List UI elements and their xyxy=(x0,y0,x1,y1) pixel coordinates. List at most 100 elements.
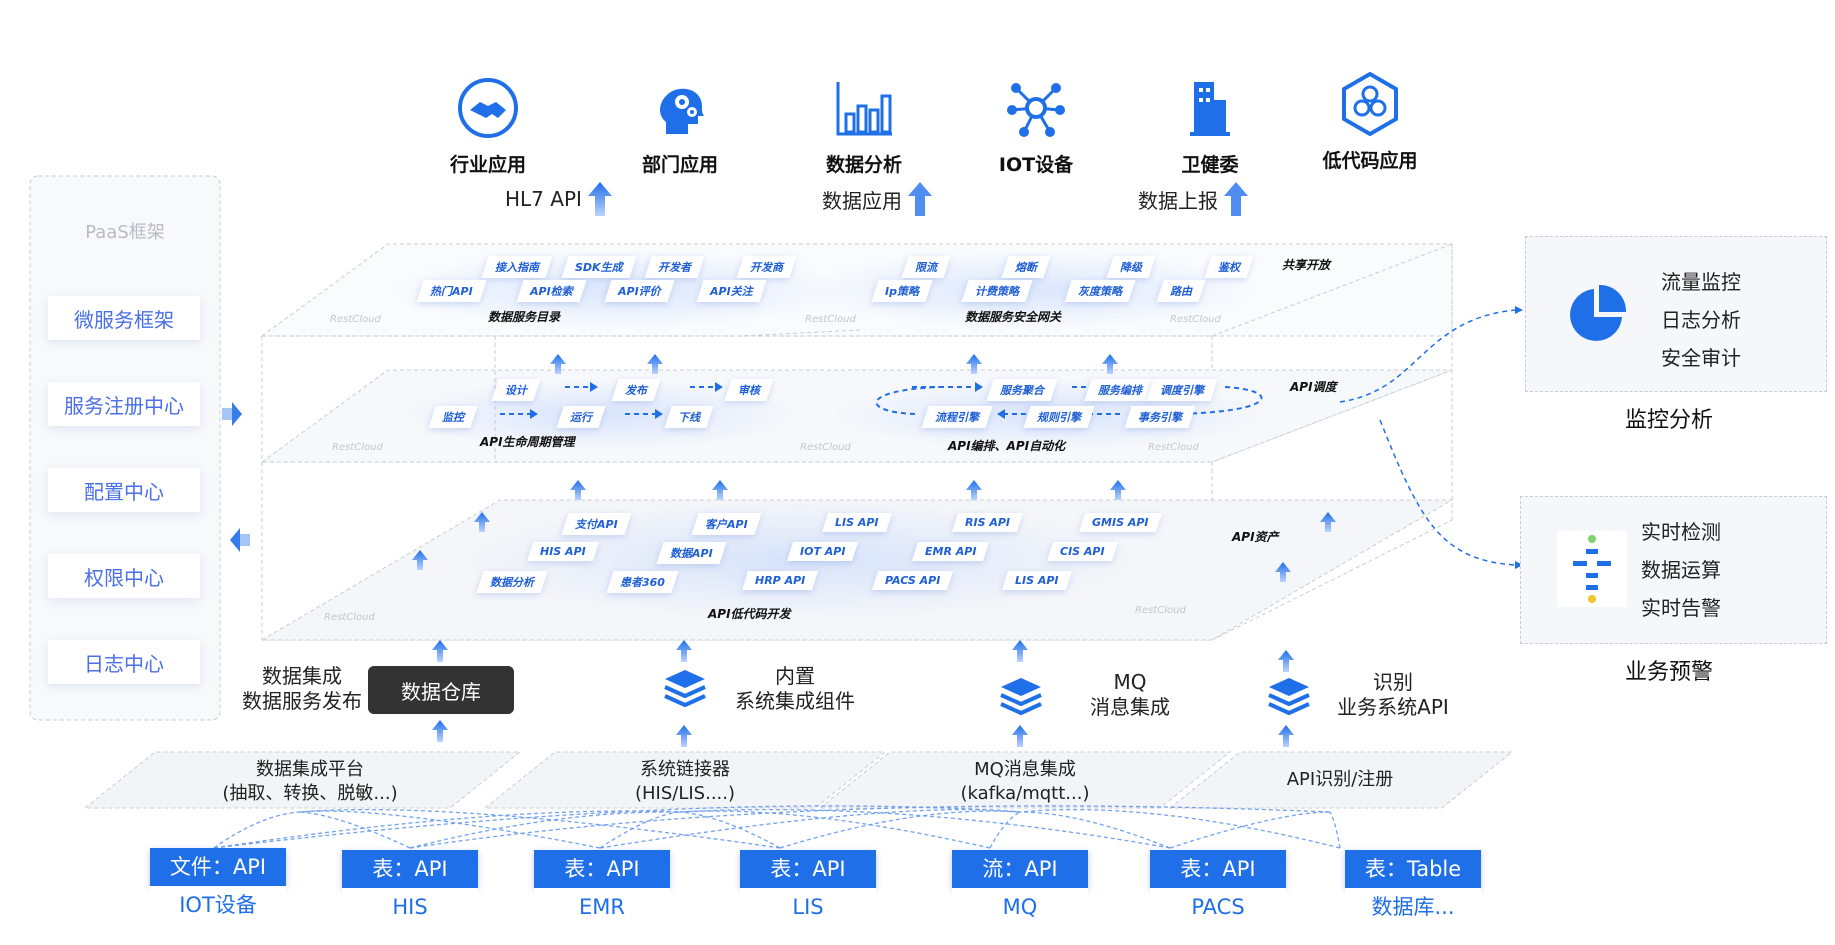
layers-icon xyxy=(664,670,706,708)
platform-mq: MQ消息集成 (kafka/mqtt...) xyxy=(910,758,1140,806)
platform-title: API识别/注册 xyxy=(1286,769,1394,790)
alert-item: 实时告警 xyxy=(1641,596,1721,620)
lifecycle-pill: 设计 xyxy=(491,379,541,401)
asset-pill: 客户API xyxy=(691,513,762,535)
monitor-title: 监控分析 xyxy=(1625,408,1714,433)
platform-subtitle: (kafka/mqtt...) xyxy=(960,783,1090,804)
identify-label: 识别 业务系统API xyxy=(1318,670,1468,720)
catalog-pill: SDK生成 xyxy=(561,256,637,278)
asset-pill: 患者360 xyxy=(606,571,679,593)
app-data-analysis: 数据分析 xyxy=(794,76,934,177)
building-icon xyxy=(1190,82,1230,136)
catalog-pill: API评价 xyxy=(604,280,675,302)
catalog-pill: 开发商 xyxy=(736,256,797,278)
source-his[interactable]: 表：API HIS xyxy=(342,850,478,926)
app-iot: IOT设备 xyxy=(966,76,1106,177)
flow-data-app: 数据应用 xyxy=(822,182,932,216)
up-arrow-icon xyxy=(908,182,932,216)
layers-icon xyxy=(1268,678,1310,716)
orch-pill: 服务编排 xyxy=(1084,379,1156,401)
asset-pill: 数据分析 xyxy=(476,571,548,593)
watermark: RestCloud xyxy=(330,314,381,325)
watermark: RestCloud xyxy=(1170,314,1221,325)
flow-label: 数据应用 xyxy=(822,188,902,213)
up-arrow-icon xyxy=(587,182,612,216)
sidebar-item-auth[interactable]: 权限中心 xyxy=(48,554,200,598)
gateway-pill: Ip策略 xyxy=(871,280,933,302)
catalog-pill: 热门API xyxy=(416,280,487,302)
flow-label: 数据上报 xyxy=(1138,188,1218,213)
integration-line1: 数据集成 xyxy=(262,664,342,688)
share-caption: 共享开放 xyxy=(1282,258,1331,272)
source-name: IOT设备 xyxy=(150,886,286,924)
asset-pill: 支付API xyxy=(561,513,632,535)
app-label: 行业应用 xyxy=(449,154,526,176)
source-type: 表：API xyxy=(1150,850,1286,888)
gateway-pill: 降级 xyxy=(1106,256,1156,278)
source-pacs[interactable]: 表：API PACS xyxy=(1150,850,1286,926)
monitor-item: 安全审计 xyxy=(1661,346,1741,370)
source-emr[interactable]: 表：API EMR xyxy=(534,850,670,926)
gateway-pill: 鉴权 xyxy=(1204,256,1254,278)
gateway-pill: 路由 xyxy=(1156,280,1206,302)
alert-list: 实时检测 数据运算 实时告警 xyxy=(1641,513,1721,627)
platform-subtitle: (HIS/LIS....) xyxy=(634,783,736,804)
source-name: MQ xyxy=(952,888,1088,926)
watermark: RestCloud xyxy=(324,612,375,623)
catalog-caption: 数据服务目录 xyxy=(488,310,561,324)
flow-label: HL7 API xyxy=(505,187,582,211)
source-database[interactable]: 表：Table 数据库... xyxy=(1345,850,1481,926)
asset-pill: IOT API xyxy=(786,542,859,561)
source-name: PACS xyxy=(1150,888,1286,926)
gateway-pill: 计费策略 xyxy=(961,280,1033,302)
app-label: 数据分析 xyxy=(825,154,902,176)
handshake-icon xyxy=(458,78,518,138)
flow-steps-icon xyxy=(1557,531,1627,607)
catalog-pill: API关注 xyxy=(696,280,767,302)
platform-title: 系统链接器 xyxy=(640,759,730,780)
builtin-label: 内置 系统集成组件 xyxy=(720,664,870,714)
orch-pill: 服务聚合 xyxy=(986,379,1058,401)
mq-line2: 消息集成 xyxy=(1090,695,1170,719)
source-type: 表：API xyxy=(534,850,670,888)
orch-pill: 事务引擎 xyxy=(1124,406,1196,428)
app-department: 部门应用 xyxy=(610,76,750,177)
source-name: 数据库... xyxy=(1345,888,1481,926)
schedule-caption: API调度 xyxy=(1290,380,1337,394)
warehouse-button[interactable]: 数据仓库 xyxy=(368,666,514,714)
sidebar-item-registry[interactable]: 服务注册中心 xyxy=(48,382,200,426)
source-type: 表：API xyxy=(342,850,478,888)
catalog-pill: API检索 xyxy=(516,280,587,302)
catalog-pill: 开发者 xyxy=(644,256,705,278)
orch-pill: 流程引擎 xyxy=(921,406,993,428)
asset-pill: CIS API xyxy=(1046,542,1118,561)
asset-pill: LIS API xyxy=(821,513,892,532)
identify-line1: 识别 xyxy=(1373,670,1413,694)
alert-card: 实时检测 数据运算 实时告警 xyxy=(1520,496,1827,644)
app-label: 部门应用 xyxy=(641,154,718,176)
lifecycle-caption: API生命周期管理 xyxy=(480,435,575,449)
alert-item: 实时检测 xyxy=(1641,520,1721,544)
platform-title: MQ消息集成 xyxy=(974,759,1076,780)
watermark: RestCloud xyxy=(1135,605,1186,616)
sidebar-item-microservice[interactable]: 微服务框架 xyxy=(48,296,200,340)
source-name: EMR xyxy=(534,888,670,926)
asset-pill: HIS API xyxy=(526,542,599,561)
orch-caption: API编排、API自动化 xyxy=(948,439,1066,453)
up-arrow-icon xyxy=(1224,182,1248,216)
sidebar-item-log[interactable]: 日志中心 xyxy=(48,640,200,684)
asset-pill: EMR API xyxy=(911,542,990,561)
source-iot[interactable]: 文件：API IOT设备 xyxy=(150,848,286,924)
monitor-item: 日志分析 xyxy=(1661,308,1741,332)
asset-pill: HRP API xyxy=(741,571,819,590)
gateway-pill: 限流 xyxy=(901,256,951,278)
catalog-pill: 接入指南 xyxy=(481,256,553,278)
network-hub-icon xyxy=(1007,83,1065,137)
platform-subtitle: (抽取、转换、脱敏...) xyxy=(222,783,398,804)
lifecycle-pill: 审核 xyxy=(724,379,774,401)
app-label: IOT设备 xyxy=(998,154,1074,176)
sidebar-item-config[interactable]: 配置中心 xyxy=(48,468,200,512)
head-gears-icon xyxy=(660,88,704,134)
source-lis[interactable]: 表：API LIS xyxy=(740,850,876,926)
source-mq[interactable]: 流：API MQ xyxy=(952,850,1088,926)
